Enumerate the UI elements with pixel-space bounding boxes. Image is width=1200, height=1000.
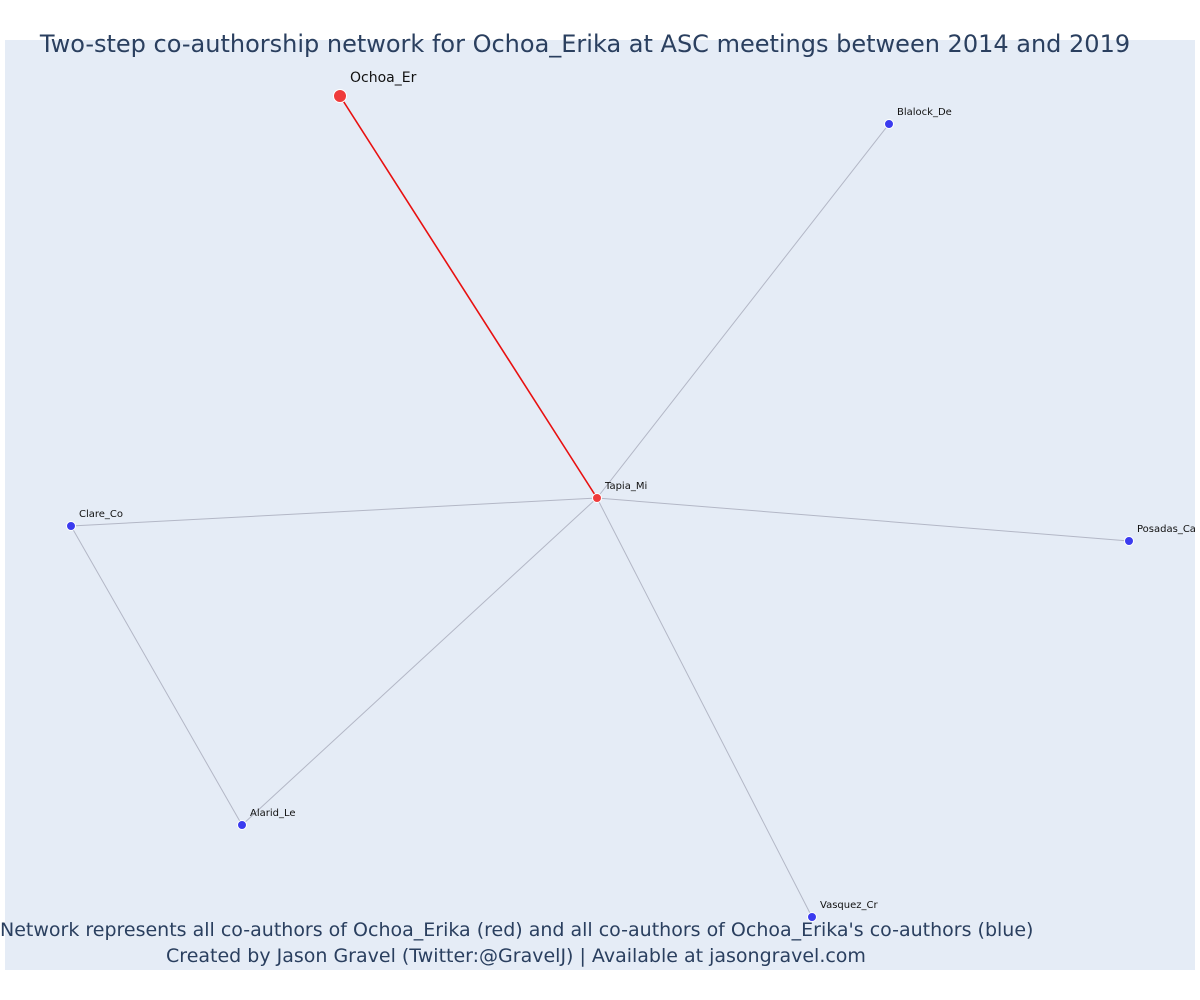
- node-tapia-mi[interactable]: Tapia_Mi: [592, 481, 648, 503]
- node-posadas-ca[interactable]: Posadas_Ca: [1124, 524, 1196, 546]
- node-alarid-le[interactable]: Alarid_Le: [237, 808, 296, 830]
- edge-tapia_mi-clare_co: [70, 497, 598, 527]
- edge-tapia_mi-vasquez_cr: [596, 497, 813, 918]
- node-label: Blalock_De: [897, 107, 952, 118]
- node-label: Vasquez_Cr: [820, 900, 878, 911]
- node-marker[interactable]: [66, 521, 76, 531]
- node-ochoa-er[interactable]: Ochoa_Er: [333, 70, 417, 103]
- node-label: Tapia_Mi: [604, 481, 647, 492]
- node-marker[interactable]: [592, 493, 602, 503]
- node-marker[interactable]: [884, 119, 894, 129]
- node-label: Posadas_Ca: [1137, 524, 1196, 535]
- node-marker[interactable]: [333, 89, 347, 103]
- edge-tapia_mi-posadas_ca: [596, 497, 1130, 542]
- node-label: Ochoa_Er: [350, 70, 417, 86]
- node-label: Alarid_Le: [250, 808, 296, 819]
- node-label: Clare_Co: [79, 509, 123, 520]
- caption-line-1: Network represents all co-authors of Och…: [0, 919, 1034, 941]
- chart-title: Two-step co-authorship network for Ochoa…: [39, 30, 1131, 58]
- edge-tapia_mi-blalock_de: [596, 123, 890, 499]
- node-blalock-de[interactable]: Blalock_De: [884, 107, 952, 129]
- edge-clare_co-alarid_le: [70, 525, 243, 826]
- node-marker[interactable]: [807, 912, 817, 922]
- caption-line-2: Created by Jason Gravel (Twitter:@Gravel…: [166, 945, 866, 967]
- node-marker[interactable]: [1124, 536, 1134, 546]
- edge-tapia_mi-alarid_le: [241, 497, 598, 826]
- node-clare-co[interactable]: Clare_Co: [66, 509, 124, 531]
- node-vasquez-cr[interactable]: Vasquez_Cr: [807, 900, 879, 922]
- plot-background: [5, 40, 1195, 970]
- edge-ochoa_er-tapia_mi: [339, 95, 598, 499]
- node-marker[interactable]: [237, 820, 247, 830]
